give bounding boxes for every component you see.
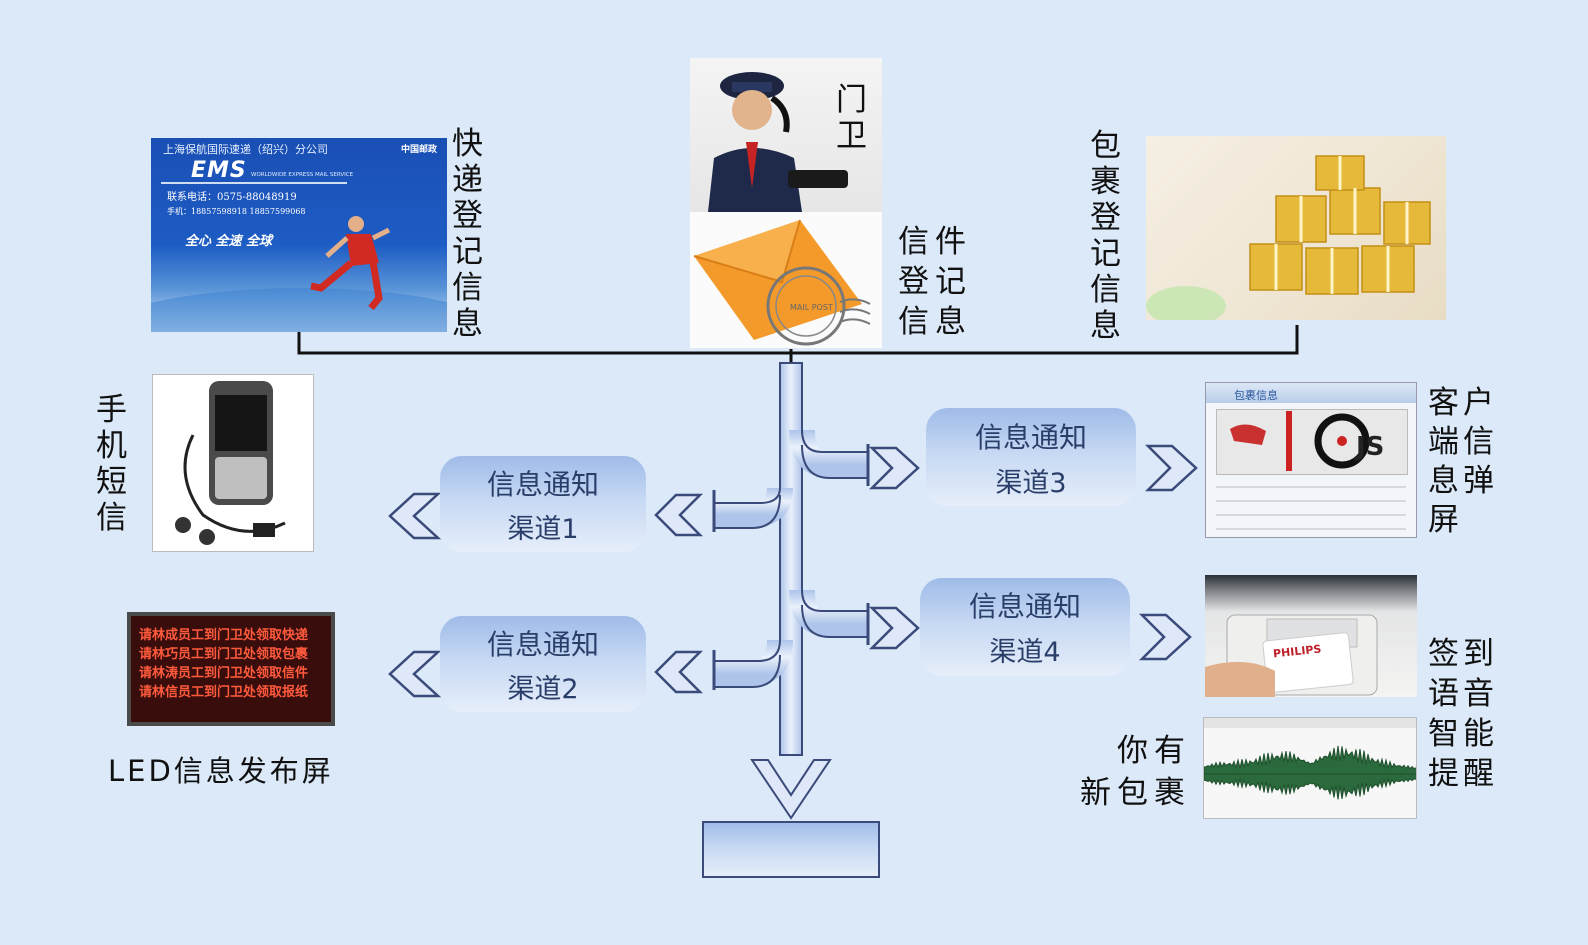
waveform-icon (1204, 745, 1416, 800)
channel-2-line2: 渠道2 (507, 674, 578, 705)
channel-3-line1: 信息通知 (975, 421, 1087, 454)
audio-waveform-image (1203, 717, 1417, 819)
svg-text:JS: JS (1354, 432, 1384, 462)
main-pipe (779, 362, 803, 756)
ems-card-image: 上海保航国际速递（绍兴）分公司 中国邮政 EMS WORLDWIDE EXPRE… (151, 138, 447, 332)
ems-phone: 联系电话：0575-88048919 (167, 192, 297, 203)
chevron-right-icon (1144, 444, 1198, 492)
channel-3-line2: 渠道3 (995, 468, 1066, 499)
chevron-right-icon (868, 446, 920, 490)
voice-reminder-label: 签到 语音 智能 提醒 (1428, 636, 1498, 792)
letter-label: 信件 登记 信息 (898, 224, 972, 340)
letter-image: MAIL POST (690, 212, 882, 348)
chevron-right-icon (868, 606, 920, 650)
express-label: 快 递 登 记 信 息 (452, 126, 483, 342)
chevron-left-icon (388, 492, 442, 540)
ems-logo: EMS (191, 158, 247, 183)
chevron-left-icon (654, 493, 704, 537)
parcel-image (1146, 136, 1446, 320)
channel-box-4: 信息通知 渠道4 (920, 578, 1130, 676)
card-reader-image: PHILIPS (1205, 575, 1417, 697)
led-screen: 请林成员工到门卫处领取快递 请林巧员工到门卫处领取包裹 请林涛员工到门卫处领取信… (127, 612, 335, 726)
channel-4-line1: 信息通知 (969, 590, 1081, 623)
parcel-label: 包 裹 登 记 信 息 (1090, 128, 1121, 344)
ems-slogan: 全心 全速 全球 (185, 234, 273, 249)
channel-1-line1: 信息通知 (487, 468, 599, 501)
output-base (702, 821, 880, 878)
down-arrow-icon (750, 759, 832, 820)
channel-box-3: 信息通知 渠道3 (926, 408, 1136, 506)
guard-photo (690, 58, 882, 212)
sms-label: 手 机 短 信 (96, 392, 127, 536)
ems-tagline: WORLDWIDE EXPRESS MAIL SERVICE (251, 172, 354, 178)
channel-box-1: 信息通知 渠道1 (440, 456, 646, 552)
chevron-left-icon (388, 650, 442, 698)
stamp-text: MAIL POST (790, 303, 833, 312)
client-label: 客户 端信 息弹 屏 (1428, 385, 1498, 538)
collector-line (297, 325, 1299, 355)
led-line-2: 请林巧员工到门卫处领取包裹 (139, 647, 309, 662)
branch-pipe-3 (789, 429, 868, 478)
client-popup-image: 包裹信息 JS (1205, 382, 1417, 538)
branch-pipe-2 (714, 639, 793, 687)
chevron-right-icon (1138, 613, 1192, 661)
channel-2-line1: 信息通知 (487, 628, 599, 661)
led-line-4: 请林信员工到门卫处领取报纸 (139, 685, 309, 700)
china-post-logo: 中国邮政 (400, 145, 437, 155)
chevron-left-icon (654, 650, 704, 694)
client-window-title: 包裹信息 (1234, 389, 1278, 402)
led-line-3: 请林涛员工到门卫处领取信件 (139, 666, 309, 681)
led-line-1: 请林成员工到门卫处领取快递 (139, 628, 309, 643)
branch-pipe-4 (789, 589, 868, 637)
new-parcel-label: 你有 新包裹 (1080, 733, 1191, 811)
channel-box-2: 信息通知 渠道2 (440, 616, 646, 712)
channel-4-line2: 渠道4 (989, 637, 1060, 668)
ems-company: 上海保航国际速递（绍兴）分公司 (163, 143, 328, 156)
ems-mobile: 手机：18857598918 18857599068 (167, 207, 306, 216)
mobile-phone-image (152, 374, 314, 552)
led-label: LED信息发布屏 (108, 754, 334, 788)
channel-1-line2: 渠道1 (507, 514, 578, 545)
guard-label: 门 卫 (836, 82, 867, 154)
